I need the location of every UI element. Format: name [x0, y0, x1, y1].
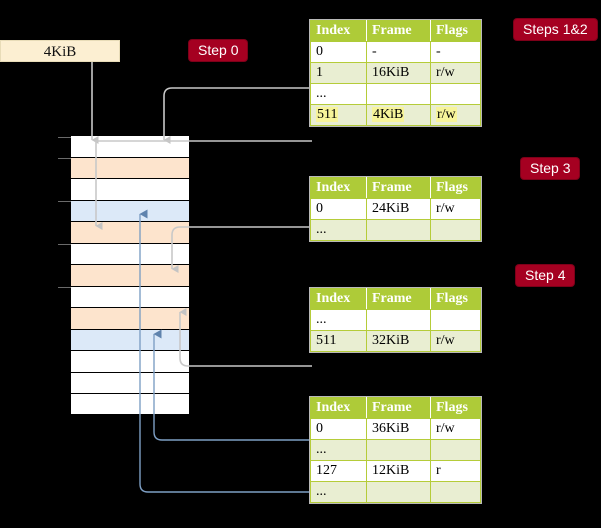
memory-frame-row — [71, 200, 189, 222]
memory-frame-row — [71, 179, 189, 201]
cell-index: ... — [310, 481, 367, 503]
cell-frame — [366, 309, 431, 331]
cell-index: ... — [310, 83, 367, 105]
column-header-flags: Flags — [430, 397, 481, 419]
cell-index: ... — [310, 309, 367, 331]
table-row: 1 16KiB r/w — [310, 62, 481, 84]
table-row: ... — [310, 481, 481, 503]
cell-index: 0 — [310, 198, 367, 220]
cell-frame — [366, 481, 431, 503]
table-row: 0 24KiB r/w — [310, 198, 481, 220]
memory-tick — [58, 158, 71, 159]
cell-frame: 12KiB — [366, 460, 431, 482]
cell-frame: 16KiB — [366, 62, 431, 84]
memory-frame-row — [71, 308, 189, 330]
column-header-frame: Frame — [366, 397, 431, 419]
page-table-level-1: Index Frame Flags 0 24KiB r/w ... — [310, 177, 481, 241]
page-table-level-0: Index Frame Flags 0 - - 1 16KiB r/w ... … — [310, 20, 481, 126]
memory-frame-row — [71, 372, 189, 394]
cell-index-text: 511 — [316, 107, 339, 122]
memory-tick — [58, 244, 71, 245]
cell-frame: 24KiB — [366, 198, 431, 220]
column-header-frame: Frame — [366, 177, 431, 199]
wire-l1-row0-to-memory — [171, 226, 312, 273]
cell-frame: - — [366, 41, 431, 63]
table-header-row: Index Frame Flags — [310, 20, 481, 42]
table-header-row: Index Frame Flags — [310, 177, 481, 199]
cell-flags: r/w — [430, 418, 481, 440]
cell-flags: r/w — [430, 62, 481, 84]
table-row-highlighted: 511 4KiB r/w — [310, 104, 481, 126]
memory-frame-row — [71, 286, 189, 308]
table-header-row: Index Frame Flags — [310, 397, 481, 419]
cell-flags: r/w — [430, 104, 481, 126]
cell-flags — [430, 439, 481, 461]
memory-frame-row — [71, 157, 189, 179]
column-header-flags: Flags — [430, 177, 481, 199]
cell-frame: 36KiB — [366, 418, 431, 440]
table-row: 511 32KiB r/w — [310, 330, 481, 352]
cell-index: ... — [310, 439, 367, 461]
cell-index: 1 — [310, 62, 367, 84]
wire-memory-to-l2-row511 — [179, 308, 312, 367]
cell-flags: r/w — [430, 330, 481, 352]
column-header-flags: Flags — [430, 288, 481, 310]
source-page-box: 4KiB — [0, 40, 120, 62]
cell-flags: r — [430, 460, 481, 482]
source-page-label: 4KiB — [43, 44, 77, 60]
cell-flags: - — [430, 41, 481, 63]
cell-index: 511 — [310, 330, 367, 352]
table-row: 127 12KiB r — [310, 460, 481, 482]
physical-memory-column — [70, 135, 190, 415]
cell-flags — [430, 219, 481, 241]
column-header-index: Index — [310, 177, 367, 199]
cell-flags — [430, 481, 481, 503]
memory-frame-row — [71, 329, 189, 351]
wire-l0-row1-to-memory — [163, 87, 312, 144]
cell-frame — [366, 439, 431, 461]
cell-index: ... — [310, 219, 367, 241]
cell-frame — [366, 83, 431, 105]
memory-tick — [58, 201, 71, 202]
table-row: 0 36KiB r/w — [310, 418, 481, 440]
column-header-index: Index — [310, 288, 367, 310]
memory-frame-row — [71, 394, 189, 414]
cell-index: 0 — [310, 41, 367, 63]
memory-frame-row — [71, 265, 189, 287]
column-header-frame: Frame — [366, 288, 431, 310]
cell-frame — [366, 219, 431, 241]
memory-frame-row — [71, 222, 189, 244]
cell-frame-text: 4KiB — [372, 107, 405, 122]
memory-tick — [58, 137, 71, 138]
cell-index: 0 — [310, 418, 367, 440]
page-table-level-3: Index Frame Flags 0 36KiB r/w ... 127 12… — [310, 397, 481, 503]
badge-step-4: Step 4 — [516, 265, 575, 286]
column-header-flags: Flags — [430, 20, 481, 42]
cell-flags — [430, 309, 481, 331]
column-header-index: Index — [310, 397, 367, 419]
memory-frame-row — [71, 351, 189, 373]
cell-flags — [430, 83, 481, 105]
table-row: ... — [310, 439, 481, 461]
memory-tick — [58, 287, 71, 288]
table-row: ... — [310, 219, 481, 241]
table-row: ... — [310, 83, 481, 105]
cell-flags: r/w — [430, 198, 481, 220]
badge-steps-1-2: Steps 1&2 — [514, 19, 597, 40]
column-header-index: Index — [310, 20, 367, 42]
cell-index: 127 — [310, 460, 367, 482]
cell-frame: 32KiB — [366, 330, 431, 352]
cell-flags-text: r/w — [436, 107, 457, 122]
badge-step-3: Step 3 — [521, 158, 580, 179]
table-row: ... — [310, 309, 481, 331]
page-table-level-2: Index Frame Flags ... 511 32KiB r/w — [310, 288, 481, 352]
memory-frame-row — [71, 243, 189, 265]
column-header-frame: Frame — [366, 20, 431, 42]
table-row: 0 - - — [310, 41, 481, 63]
cell-frame: 4KiB — [366, 104, 431, 126]
cell-index: 511 — [310, 104, 367, 126]
table-header-row: Index Frame Flags — [310, 288, 481, 310]
memory-frame-row — [71, 136, 189, 158]
badge-step-0: Step 0 — [189, 40, 248, 61]
